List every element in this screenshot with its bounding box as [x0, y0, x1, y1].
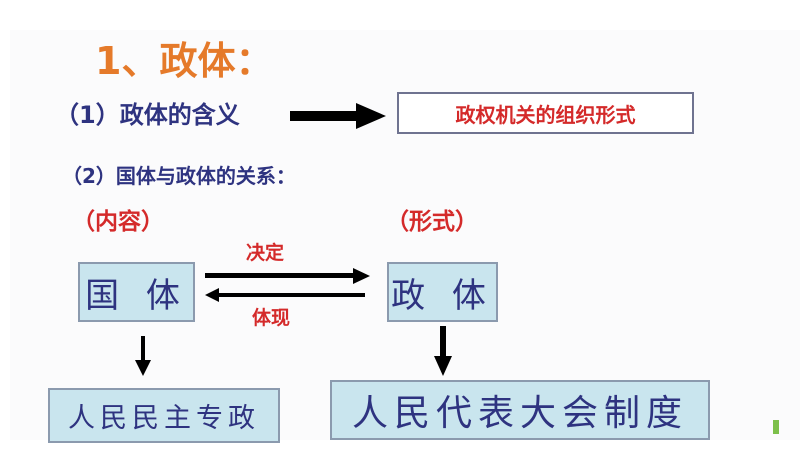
content-caption: （内容） [72, 209, 164, 235]
arrow-down-icon [434, 326, 452, 376]
government-system-text: 政 体 [391, 275, 494, 316]
form-caption: （形式） [386, 209, 478, 235]
definition-box: 政权机关的组织形式 [397, 92, 694, 134]
section2-label: （2）国体与政体的关系： [62, 164, 296, 188]
section1-label: （1）政体的含义 [55, 101, 240, 129]
slide-title: 1、政体： [95, 39, 274, 83]
determines-label: 决定 [246, 242, 285, 264]
definition-text: 政权机关的组织形式 [455, 102, 636, 127]
left-result-text: 人民民主专政 [68, 403, 260, 434]
arrow-right-icon [205, 268, 370, 284]
state-system-box: 国 体 [78, 262, 195, 322]
government-system-box: 政 体 [387, 262, 498, 322]
arrow-left-icon [205, 288, 365, 302]
peoples-democratic-dictatorship-box: 人民民主专政 [48, 388, 280, 443]
state-system-text: 国 体 [85, 275, 188, 316]
peoples-congress-system-box: 人民代表大会制度 [330, 380, 710, 440]
arrow-right-icon [290, 103, 386, 129]
arrow-down-icon [135, 336, 151, 376]
reflects-label: 体现 [252, 307, 291, 329]
green-marker [773, 420, 779, 434]
right-result-text: 人民代表大会制度 [351, 393, 688, 434]
